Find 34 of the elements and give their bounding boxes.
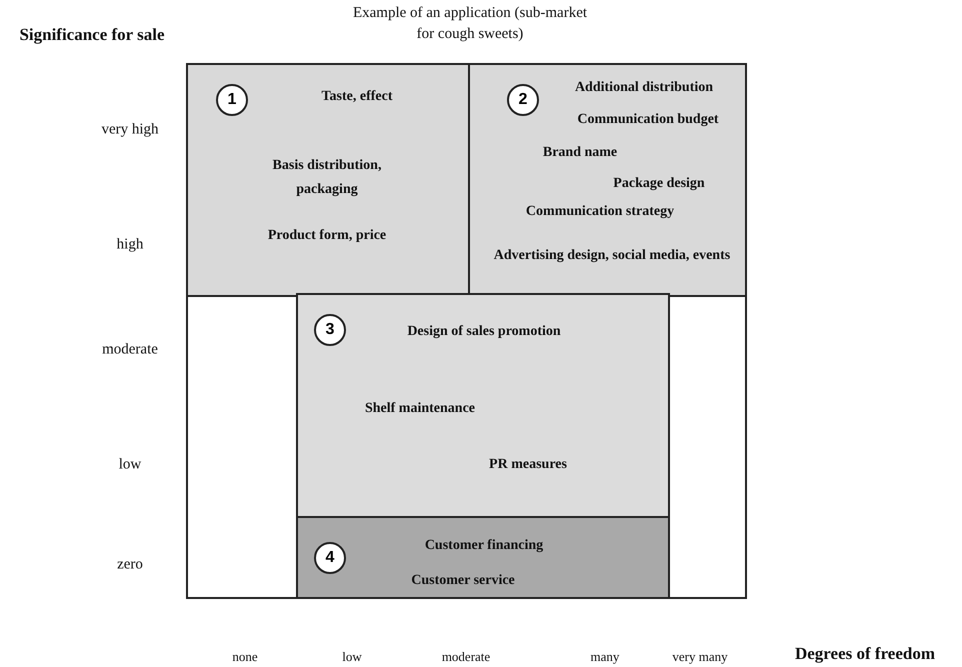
factor-label: Design of sales promotion (407, 323, 561, 341)
factor-label: Communication budget (577, 111, 719, 129)
axis-value: many (590, 649, 620, 665)
matrix-region (296, 516, 670, 599)
axis-value: very high (101, 122, 159, 138)
circled-number: 2 (507, 84, 539, 116)
factor-label: PR measures (489, 456, 567, 474)
factor-label: Customer financing (424, 537, 544, 555)
factor-label: Shelf maintenance (364, 400, 476, 418)
factor-label: Package design (613, 175, 705, 193)
factor-label: Communication strategy (526, 203, 674, 221)
circled-number: 1 (216, 84, 248, 116)
circled-number: 4 (314, 542, 346, 574)
factor-label: Brand name (542, 144, 618, 162)
factor-label: Customer service (411, 572, 515, 590)
axis-value: moderate (102, 342, 158, 358)
axis-value: high (116, 236, 144, 254)
axis-value: zero (117, 556, 143, 574)
axis-value: low (118, 456, 142, 474)
axis-value: low (342, 649, 362, 665)
matrix-region (468, 63, 747, 297)
axis-value: none (232, 649, 258, 665)
axis-value: very many (672, 649, 728, 665)
axis-title: Significance for sale (19, 25, 165, 45)
matrix-frame (186, 63, 747, 599)
axis-value: moderate (442, 649, 490, 665)
factor-label: Taste, effect (322, 88, 392, 106)
circled-number: 3 (314, 314, 346, 346)
factor-label: Product form, price (267, 227, 387, 245)
axis-title: Degrees of freedom (794, 644, 936, 664)
factor-label: Additional distribution (574, 79, 714, 97)
chart-title: Example of an application (sub-market for cough sweets) (352, 4, 588, 44)
factor-label: Basis distribution, packaging (272, 157, 382, 199)
factor-label: Advertising design, social media, events (492, 247, 732, 265)
